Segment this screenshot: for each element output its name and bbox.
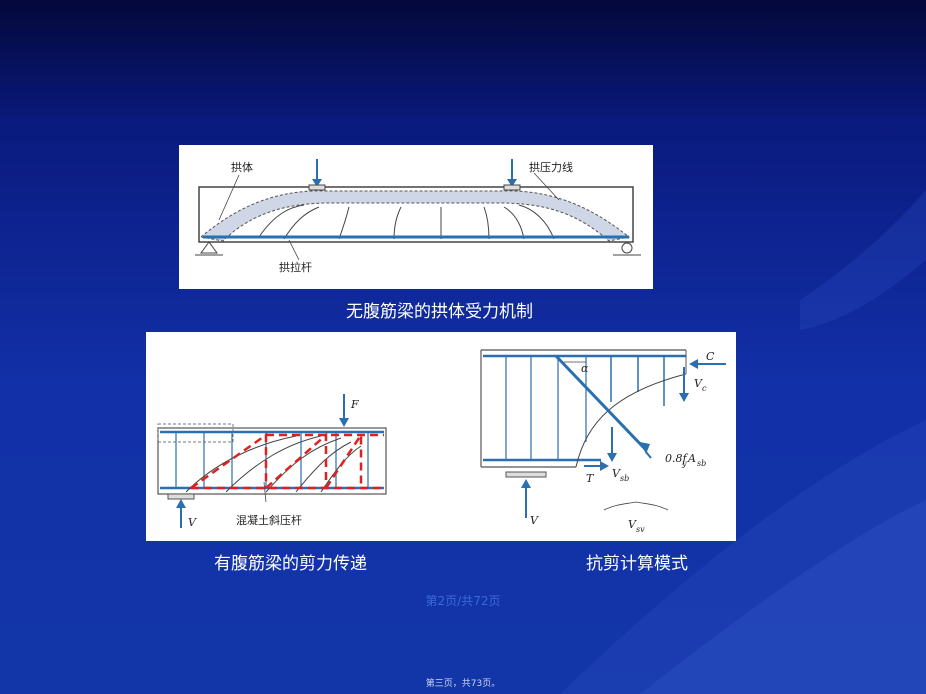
label-V-left: V [188,516,197,529]
label-thrust-line: 拱压力线 [529,160,573,174]
caption-shear-model: 抗剪计算模式 [586,554,688,574]
label-V-right: V [530,514,539,527]
caption-shear-transfer: 有腹筋梁的剪力传递 [214,554,367,574]
label-tie: 拱拉杆 [279,260,312,274]
label-force: 0.8f [665,452,688,465]
footer-text: 第三页，共73页。 [425,679,501,689]
label-concrete-strut: 混凝土斜压杆 [236,513,302,527]
label-T: T [586,472,595,485]
label-Vsv: V [628,518,637,531]
label-Vsv-sub: sv [636,525,645,534]
label-Vsb-sub: sb [620,474,629,483]
label-F: F [350,398,359,411]
caption-arch-mechanism: 无腹筋梁的拱体受力机制 [346,302,533,322]
label-Vc: V [694,377,703,390]
arch-mechanism-diagram: 拱体 拱压力线 拱拉杆 [195,159,641,274]
label-Vc-sub: c [702,384,707,393]
shear-transfer-diagram: F V 混凝土斜压杆 α C V [157,349,726,534]
label-Vsb: V [612,467,621,480]
label-force-A: A [687,452,696,465]
label-C: C [706,350,715,363]
figure-shear-transfer: F V 混凝土斜压杆 α C V [146,332,736,541]
label-alpha: α [581,362,589,375]
label-arch: 拱体 [231,160,253,174]
label-force-sub2: sb [697,459,706,468]
label-force-sub1: y [681,459,687,468]
figure-arch-mechanism: 拱体 拱压力线 拱拉杆 [179,145,653,289]
page-number: 第2页/共72页 [425,594,501,608]
